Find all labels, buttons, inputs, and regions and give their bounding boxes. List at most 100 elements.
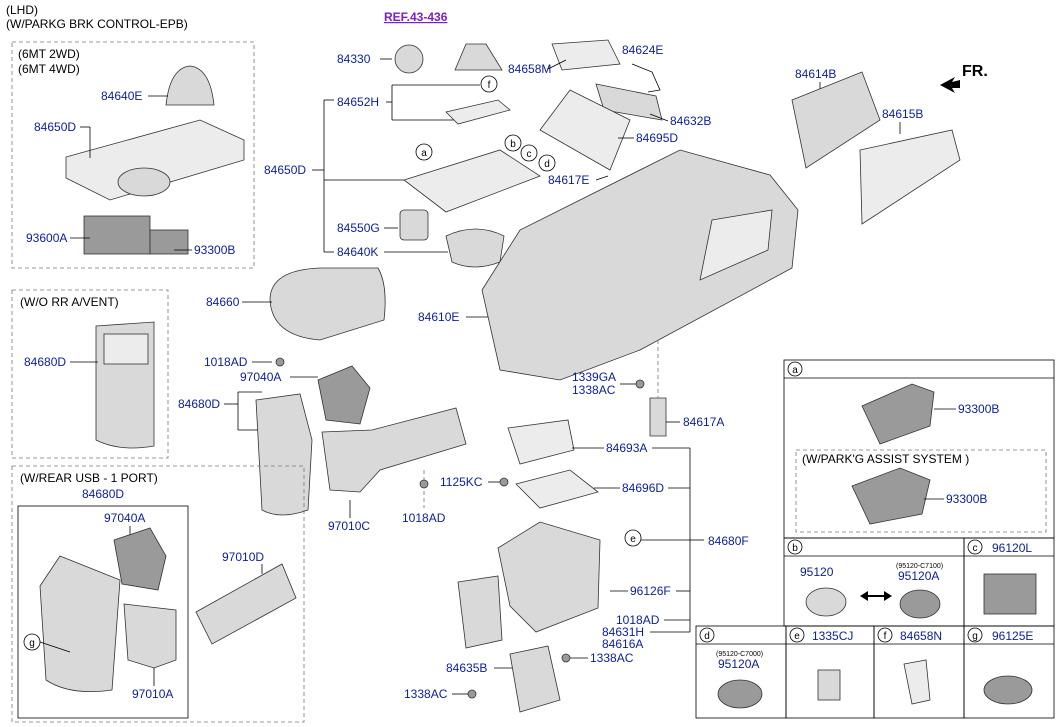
label-84695D[interactable]: 84695D [636, 131, 678, 145]
panel-a-part[interactable]: 93300B [958, 402, 999, 416]
panel-c: c 96120L [963, 537, 1055, 627]
label-84550G[interactable]: 84550G [337, 221, 380, 235]
label-84693A[interactable]: 84693A [606, 441, 647, 455]
label-97010C[interactable]: 97010C [328, 519, 370, 533]
storage-box-84680f-part [497, 521, 601, 633]
panel-d: d (95120-C7000) 95120A [695, 625, 787, 719]
label-93300B-a[interactable]: 93300B [194, 243, 235, 257]
label-97010D[interactable]: 97010D [222, 550, 264, 564]
svg-text:f: f [488, 80, 491, 91]
panel-b-part1[interactable]: 95120 [800, 565, 834, 579]
label-84632B[interactable]: 84632B [670, 114, 711, 128]
bracket-84635b-part [509, 645, 561, 713]
label-96126F[interactable]: 96126F [630, 584, 671, 598]
label-84624E[interactable]: 84624E [622, 43, 663, 57]
duct-97010c-part [321, 407, 467, 493]
callout-e: e [624, 529, 642, 547]
label-84635B[interactable]: 84635B [446, 661, 487, 675]
clip-1335cj-part [817, 669, 841, 701]
gear-boot-part [165, 65, 215, 106]
label-84640E[interactable]: 84640E [101, 89, 142, 103]
panel-e-letter: e [794, 631, 800, 642]
clip-84658n-part [903, 659, 931, 705]
group-6mt-line2: (6MT 4WD) [18, 62, 80, 76]
ref-link[interactable]: REF.43-436 [384, 10, 448, 24]
label-1125KC[interactable]: 1125KC [440, 475, 483, 489]
svg-text:b: b [510, 139, 516, 150]
label-84614B[interactable]: 84614B [795, 67, 836, 81]
label-84610E[interactable]: 84610E [418, 310, 459, 324]
svg-text:c: c [527, 149, 532, 160]
label-84640K[interactable]: 84640K [337, 245, 378, 259]
direction-label: FR. [962, 63, 988, 80]
label-84652H[interactable]: 84652H [337, 95, 379, 109]
label-1339GA[interactable]: 1339GA [572, 370, 616, 384]
duct-97010a-part [123, 603, 177, 669]
label-84680D-a[interactable]: 84680D [24, 355, 66, 369]
panel-b-part2[interactable]: 95120A [898, 569, 939, 583]
label-1018AD-c[interactable]: 1018AD [616, 613, 660, 627]
label-84680D-c[interactable]: 84680D [82, 487, 124, 501]
label-1018AD-a[interactable]: 1018AD [204, 355, 248, 369]
label-97040A-b[interactable]: 97040A [104, 511, 145, 525]
callout-a: a [415, 143, 433, 161]
shift-plate-part [445, 99, 511, 125]
panel-e-part[interactable]: 1335CJ [812, 629, 853, 643]
main-console-84610e-part [481, 149, 799, 381]
bracket-84616a-part [457, 575, 503, 649]
label-84631H[interactable]: 84631H [602, 625, 644, 639]
label-97010A[interactable]: 97010A [132, 687, 173, 701]
group-6mt-box [11, 41, 255, 269]
label-84660[interactable]: 84660 [206, 295, 240, 309]
clip-1339ga-part [635, 379, 645, 389]
duct-97010d-part [195, 563, 297, 645]
usb-96125e-part [983, 675, 1033, 705]
panel-b: b 95120 (95120-C7100) 95120A [783, 537, 965, 627]
label-84330[interactable]: 84330 [337, 52, 371, 66]
label-84617E[interactable]: 84617E [548, 173, 589, 187]
label-1338AC-c[interactable]: 1338AC [404, 687, 448, 701]
clip-1338ac-b-part [561, 653, 571, 663]
panel-f-part[interactable]: 84658N [900, 629, 942, 643]
rear-usb-inner-box [17, 505, 189, 719]
label-1338AC-b[interactable]: 1338AC [590, 651, 634, 665]
callout-f: f [480, 75, 498, 93]
usb-96120l-part [983, 573, 1037, 615]
callout-d: d [538, 154, 556, 172]
header-line2: (W/PARKG BRK CONTROL-EPB) [6, 17, 188, 31]
panel-a-sub-part[interactable]: 93300B [946, 492, 987, 506]
group-wo-rr-title: (W/O RR A/VENT) [20, 295, 119, 309]
console-frame-84650d-part [403, 149, 541, 213]
label-84650D-b[interactable]: 84650D [264, 163, 306, 177]
tray-84693a-part [507, 419, 575, 465]
label-84616A[interactable]: 84616A [602, 637, 643, 651]
panel-c-letter: c [973, 543, 978, 554]
panel-a: a 93300B (W/PARK'G ASSIST SYSTEM ) 93300… [783, 359, 1055, 539]
label-84658M[interactable]: 84658M [508, 62, 551, 76]
side-cover-84615b-part [859, 129, 961, 225]
label-84696D[interactable]: 84696D [622, 481, 664, 495]
label-84615B[interactable]: 84615B [882, 107, 923, 121]
label-1018AD-b[interactable]: 1018AD [402, 511, 446, 525]
label-1338AC-a[interactable]: 1338AC [572, 383, 616, 397]
mat-84658m-part [551, 39, 621, 71]
panel-a-subtitle: (W/PARK'G ASSIST SYSTEM ) [802, 452, 969, 466]
clip-1338ac-c-part [467, 689, 477, 699]
forward-arrow-icon [940, 77, 960, 93]
socket-95120a-part [899, 589, 941, 619]
panel-a-letter: a [792, 365, 798, 376]
panel-d-letter: d [704, 631, 710, 642]
label-93600A[interactable]: 93600A [26, 231, 67, 245]
knob-84330-part [394, 44, 424, 74]
cup-84550g-part [399, 209, 429, 241]
panel-g-part[interactable]: 96125E [992, 629, 1033, 643]
label-97040A-a[interactable]: 97040A [240, 370, 281, 384]
panel-d-part[interactable]: 95120A [718, 657, 759, 671]
vent-97040a-part [317, 365, 371, 425]
label-84650D-a[interactable]: 84650D [34, 120, 76, 134]
label-84680F[interactable]: 84680F [708, 534, 749, 548]
label-84617A[interactable]: 84617A [683, 415, 724, 429]
label-84680D-b[interactable]: 84680D [178, 397, 220, 411]
panel-c-part[interactable]: 96120L [992, 541, 1032, 555]
